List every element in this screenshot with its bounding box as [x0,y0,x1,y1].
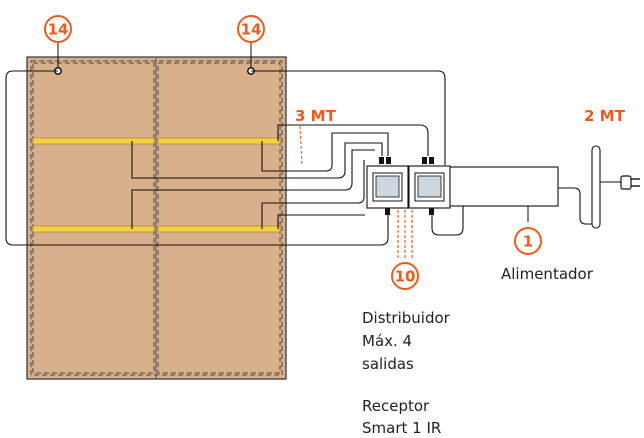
cabinet-panel [26,56,287,380]
badge-power-supply: 1 [514,227,542,255]
cable-length-power: 2 MT [584,107,626,125]
led-strips [32,137,281,233]
badge-panel-right: 14 [237,15,265,43]
receiver-label-2: Smart 1 IR [362,419,441,437]
distributor-label-1: Distribuidor [362,309,451,327]
svg-text:14: 14 [48,21,69,39]
led-strip [32,137,155,145]
wiring [5,70,623,246]
receiver-label-1: Receptor [362,397,430,415]
svg-text:14: 14 [241,21,262,39]
led-strip [157,225,281,233]
badge-panel-left: 14 [44,15,72,43]
power-supply [445,166,559,222]
power-cable-coil [591,145,601,229]
badge-distributor: 10 [391,262,419,290]
led-strip [32,225,155,233]
power-supply-label: Alimentador [501,265,594,283]
distributor-label-3: salidas [362,355,414,373]
svg-text:1: 1 [523,233,533,251]
plug-icon [620,175,640,190]
svg-text:10: 10 [395,268,416,286]
distributor-label-2: Máx. 4 [362,332,412,350]
led-strip [157,137,281,145]
cable-length-main: 3 MT [295,107,337,125]
distributor-module [366,157,451,260]
